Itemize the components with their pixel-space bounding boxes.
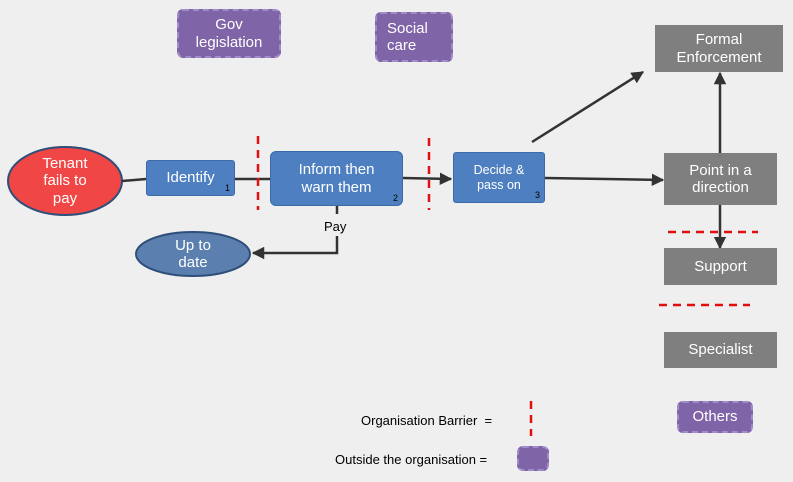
uptodate-label: Up to date bbox=[175, 236, 211, 271]
gov-legislation-box: Gov legislation bbox=[177, 9, 281, 58]
social-care-box: Social care bbox=[375, 12, 453, 62]
point-direction-node: Point in a direction bbox=[664, 153, 777, 205]
uptodate-ellipse bbox=[135, 231, 251, 277]
edge-inform-decide bbox=[402, 172, 453, 186]
edge-tenant-identify bbox=[121, 177, 147, 183]
support-node: Support bbox=[664, 248, 777, 285]
identify-step-number: 1 bbox=[224, 182, 230, 193]
gov-legislation-label: Gov legislation bbox=[195, 16, 263, 51]
inform-label: Inform then warn them bbox=[298, 161, 375, 196]
tenant-node: Tenant fails to pay bbox=[10, 147, 120, 215]
others-label: Others bbox=[692, 408, 738, 426]
uptodate-node: Up to date bbox=[136, 232, 250, 276]
edge-decide-point bbox=[544, 173, 665, 187]
edge-decide-formal bbox=[531, 70, 645, 144]
others-box: Others bbox=[677, 401, 753, 433]
inform-node: Inform then warn them 2 bbox=[270, 151, 403, 206]
legend-barrier-text: Organisation Barrier = bbox=[361, 413, 493, 428]
support-label: Support bbox=[694, 257, 747, 275]
decide-node: Decide & pass on 3 bbox=[453, 152, 545, 203]
specialist-label: Specialist bbox=[688, 341, 753, 359]
identify-label: Identify bbox=[166, 169, 215, 187]
specialist-node: Specialist bbox=[664, 332, 777, 368]
formal-enforcement-node: Formal Enforcement bbox=[655, 25, 783, 72]
point-direction-label: Point in a direction bbox=[689, 161, 752, 196]
tenant-label: Tenant fails to pay bbox=[42, 155, 88, 207]
identify-node: Identify 1 bbox=[146, 160, 235, 196]
decide-label: Decide & pass on bbox=[473, 163, 525, 192]
social-care-label: Social care bbox=[387, 19, 428, 54]
decide-step-number: 3 bbox=[534, 189, 540, 200]
formal-enforcement-label: Formal Enforcement bbox=[676, 31, 762, 66]
legend-outside-symbol bbox=[517, 446, 549, 471]
legend-outside-text: Outside the organisation = bbox=[335, 452, 488, 467]
pay-edge-label: Pay bbox=[324, 219, 347, 234]
edge-pay-uptodate bbox=[251, 236, 339, 260]
inform-step-number: 2 bbox=[392, 192, 398, 203]
